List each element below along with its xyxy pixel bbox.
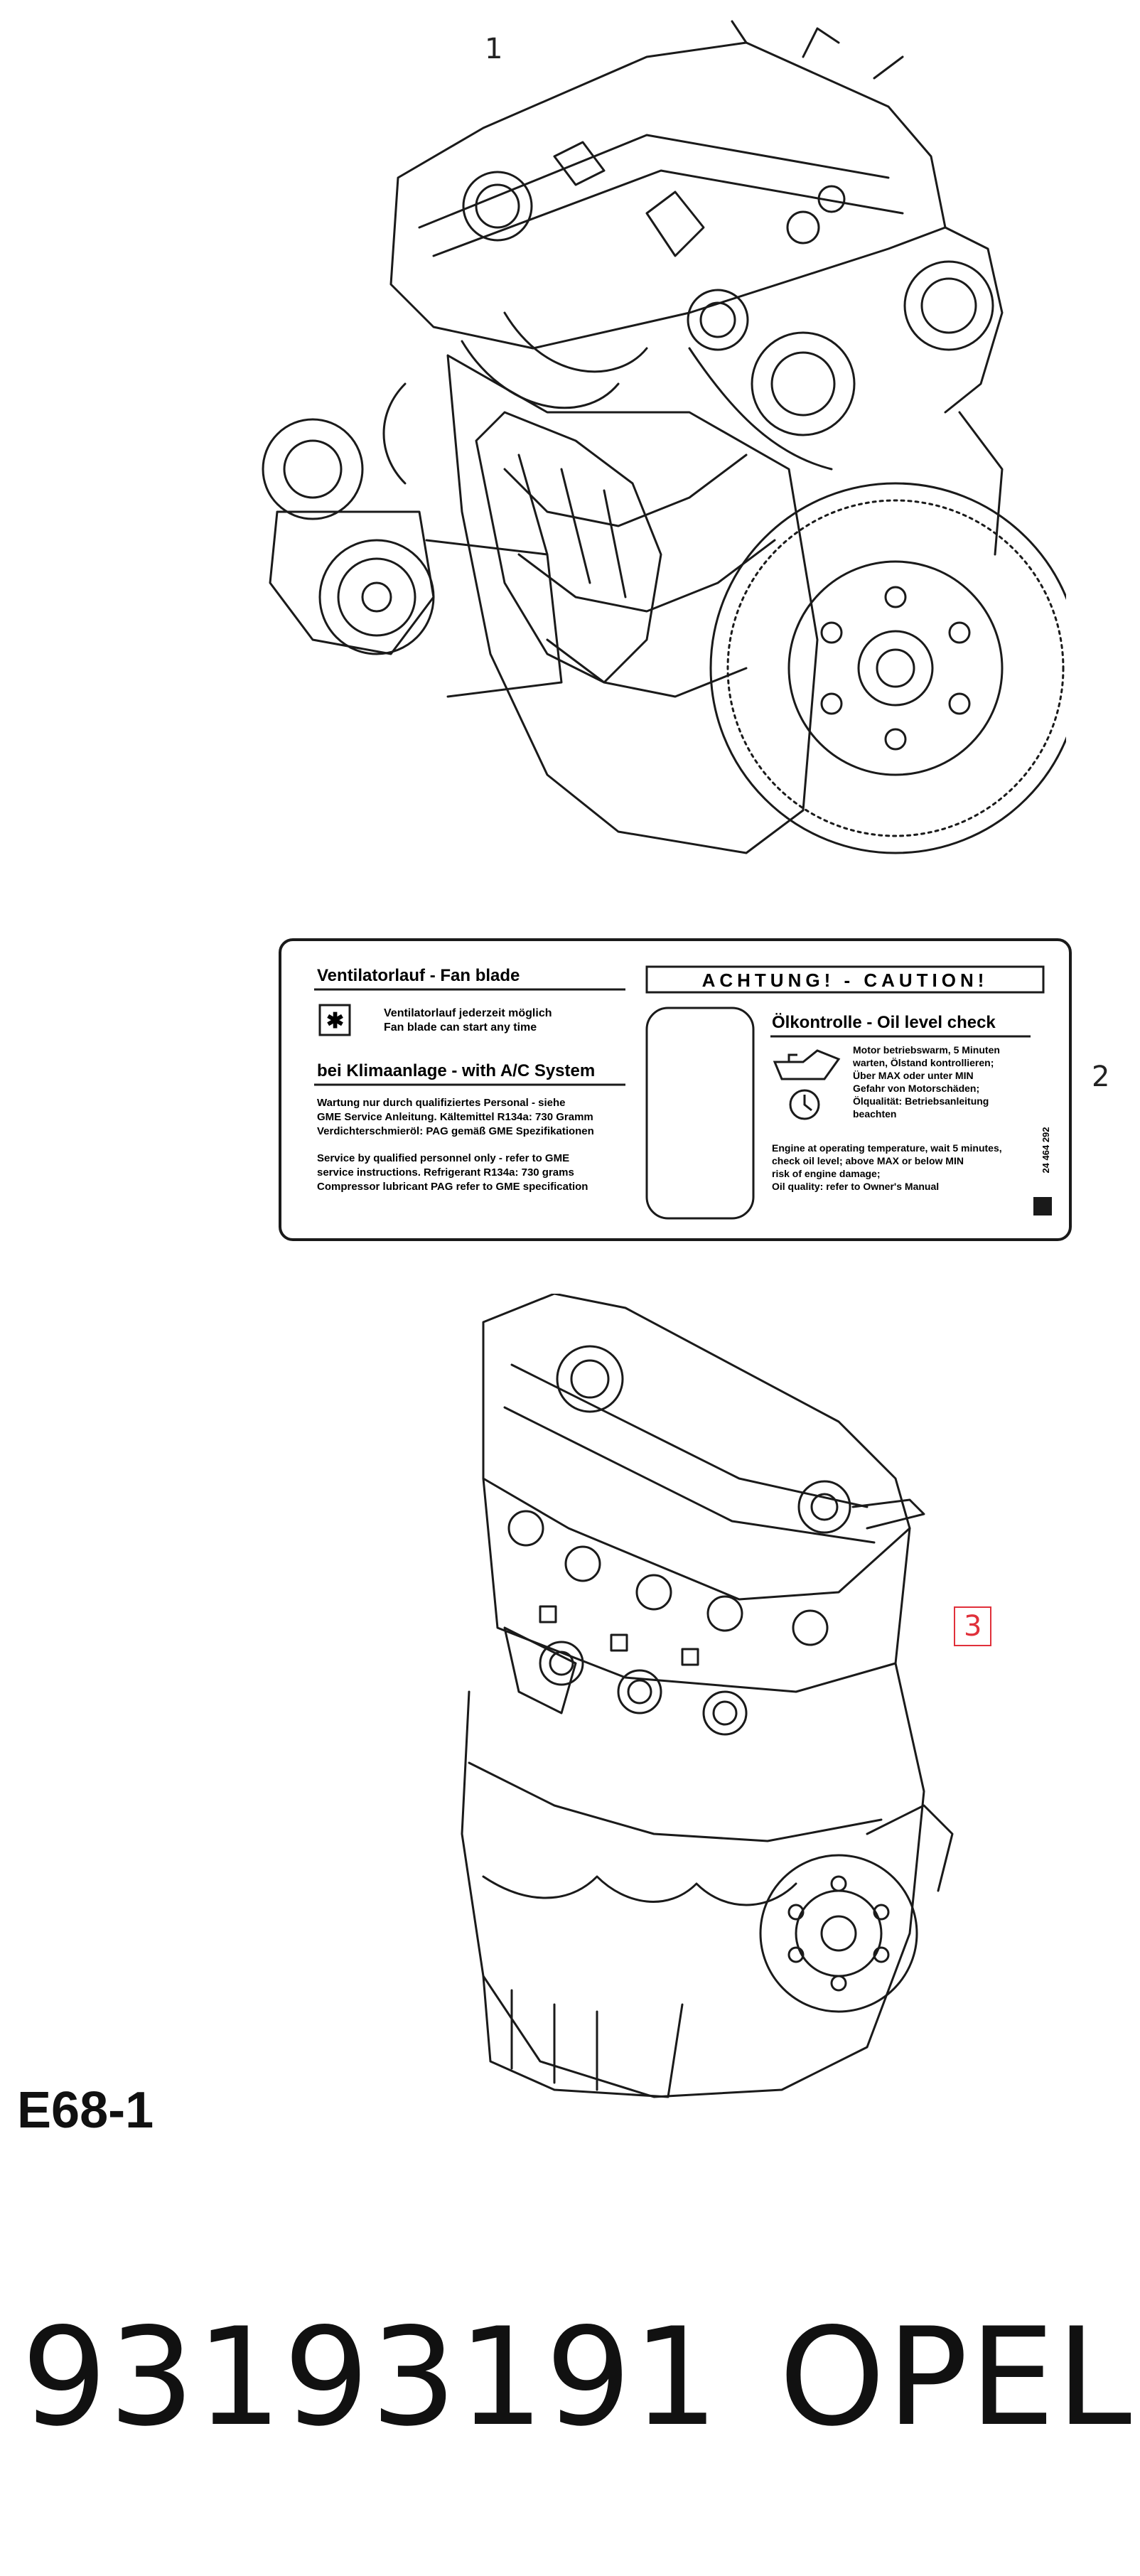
sticker-border [279,938,1072,1241]
callout-3: 3 [954,1606,992,1646]
svg-text:✱: ✱ [326,1009,344,1033]
ac-de-3: Verdichterschmieröl: PAG gemäß GME Spezi… [317,1125,594,1137]
fan-text-de: Ventilatorlauf jederzeit möglich [384,1007,552,1019]
oil-en-1: Engine at operating temperature, wait 5 … [772,1142,1002,1154]
oil-header: Ölkontrolle - Oil level check [772,1013,996,1032]
caution-box [645,965,1045,994]
oil-en-4: Oil quality: refer to Owner's Manual [772,1181,939,1192]
oil-en-3: risk of engine damage; [772,1168,880,1179]
oil-de-1: Motor betriebswarm, 5 Minuten [853,1044,1000,1056]
section-code: E68-1 [17,2082,154,2139]
oil-can-icon [773,1049,841,1080]
oil-de-6: beachten [853,1108,896,1120]
blank-window [645,1007,755,1220]
caution-header: ACHTUNG! - CAUTION! [702,970,989,991]
sticker-code: 24 464 292 [1040,1127,1051,1173]
oil-en-2: check oil level; above MAX or below MIN [772,1155,964,1166]
long-block-illustration [461,1294,954,2098]
label-sticker: Ventilatorlauf - Fan blade ✱ Ventilatorl… [279,938,1072,1241]
fan-text-en: Fan blade can start any time [384,1021,537,1034]
ac-de-2: GME Service Anleitung. Kältemittel R134a… [317,1111,593,1123]
ac-en-1: Service by qualified personnel only - re… [317,1152,569,1164]
ac-de-1: Wartung nur durch qualifiziertes Persona… [317,1097,566,1109]
brand-name: OPEL [779,2299,1134,2456]
oil-de-5: Ölqualität: Betriebsanleitung [853,1095,989,1107]
oil-de-2: warten, Ölstand kontrollieren; [852,1057,994,1068]
part-number: 93193191 [21,2299,721,2456]
ac-header: bei Klimaanlage - with A/C System [317,1061,595,1080]
ac-en-3: Compressor lubricant PAG refer to GME sp… [317,1181,588,1193]
fan-header: Ventilatorlauf - Fan blade [317,966,520,985]
oil-de-3: Über MAX oder unter MIN [853,1070,974,1081]
oil-de-4: Gefahr von Motorschäden; [853,1083,979,1094]
sticker-marker [1033,1197,1052,1215]
callout-2: 2 [1092,1061,1110,1093]
fan-warning-icon [318,1004,351,1036]
engine-assembly-illustration [262,20,1066,854]
ac-en-2: service instructions. Refrigerant R134a:… [317,1166,574,1179]
clock-icon [789,1089,820,1120]
callout-1: 1 [485,33,503,65]
